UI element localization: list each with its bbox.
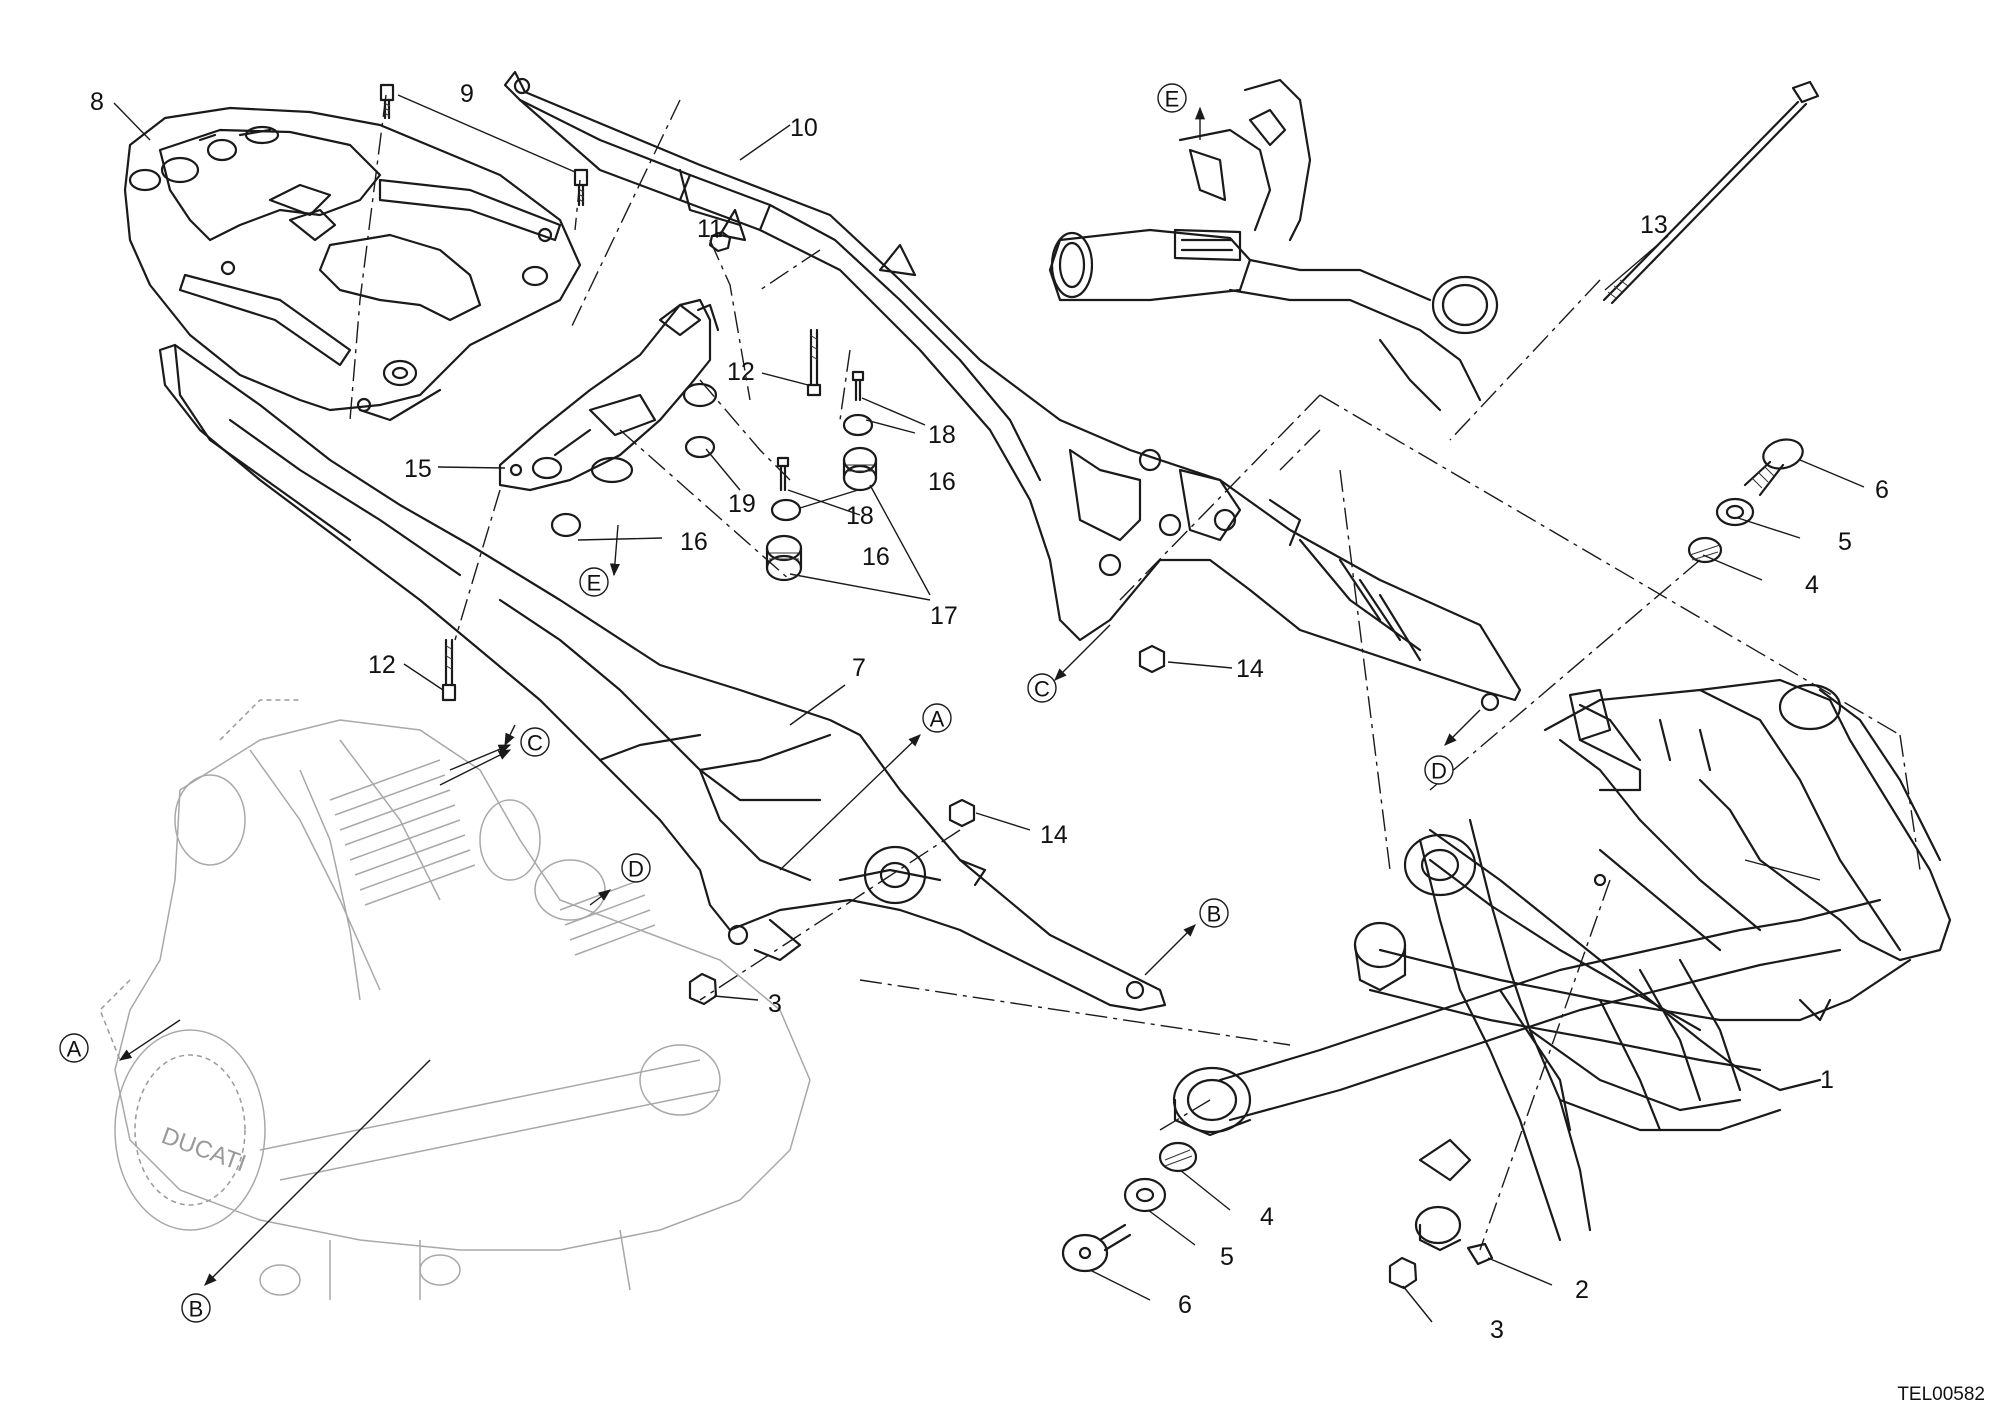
luggage-rack — [123, 106, 582, 422]
svg-text:B: B — [1207, 902, 1222, 927]
damper-17-lower — [765, 534, 803, 582]
svg-text:C: C — [1034, 677, 1050, 702]
grommet-19 — [684, 435, 716, 459]
connection-arrows — [118, 106, 1481, 1286]
callout-4-upper: 4 — [1805, 571, 1819, 599]
pivot-washer-lower — [1123, 1177, 1167, 1213]
rear-subframe-lower — [158, 343, 1167, 1012]
nut-14-upper — [1138, 644, 1166, 674]
ref-c-engine: C — [520, 727, 550, 757]
callout-5-lower: 5 — [1220, 1243, 1234, 1271]
rack-bolt-right — [573, 168, 589, 207]
grommet-16-upper — [842, 413, 874, 437]
pivot-spacer-upper — [1687, 536, 1723, 564]
callout-9: 9 — [460, 80, 474, 108]
grommet-16-lower — [550, 512, 582, 538]
callout-15: 15 — [404, 455, 432, 483]
callout-leaders — [113, 94, 1865, 1323]
small-hardware — [441, 230, 1494, 1290]
callout-12-upper: 12 — [727, 358, 755, 386]
nut-3-right — [1388, 1256, 1418, 1290]
svg-text:D: D — [628, 857, 644, 882]
callout-18-upper: 18 — [928, 421, 956, 449]
callout-19: 19 — [728, 490, 756, 518]
clip-2 — [1466, 1242, 1494, 1266]
rack-bolts — [379, 83, 589, 207]
svg-text:A: A — [930, 707, 945, 732]
bolt-12-lower — [441, 638, 457, 702]
ref-e-grommet: E — [579, 567, 609, 597]
pivot-bolt-upper — [1743, 438, 1804, 497]
svg-text:E: E — [587, 571, 602, 596]
seat-bracket — [498, 298, 720, 492]
svg-text:E: E — [1165, 87, 1180, 112]
assembly-center-lines — [349, 94, 1921, 1251]
callout-14-lower: 14 — [1236, 655, 1264, 683]
callout-3-right: 3 — [1490, 1316, 1504, 1344]
ref-d-engine: D — [621, 853, 651, 883]
pivot-spacer-lower — [1158, 1141, 1198, 1173]
grommet-16-middle — [770, 498, 802, 522]
svg-text:B: B — [189, 1297, 204, 1322]
callout-1: 1 — [1820, 1066, 1834, 1094]
rear-subframe-upper — [503, 70, 1522, 712]
main-trellis-frame — [1172, 678, 1952, 1252]
svg-text:A: A — [67, 1037, 82, 1062]
callout-6-lower: 6 — [1178, 1291, 1192, 1319]
svg-text:D: D — [1431, 759, 1447, 784]
cylinder-fins — [329, 759, 656, 956]
diagram-id: TEL00582 — [1897, 1384, 1985, 1405]
callout-12-lower: 12 — [368, 651, 396, 679]
exhaust-mount-bracket — [1048, 78, 1499, 412]
callout-13: 13 — [1640, 211, 1668, 239]
nut-3-left — [688, 972, 718, 1006]
pivot-washer-upper — [1715, 497, 1755, 527]
nut-11 — [708, 230, 732, 253]
ref-a-frame: A — [922, 703, 952, 733]
damper-17-upper — [842, 446, 878, 492]
callout-3-left: 3 — [768, 990, 782, 1018]
callout-4-lower: 4 — [1260, 1203, 1274, 1231]
callout-16-lower: 16 — [680, 528, 708, 556]
callout-labels: 1 2 3 3 4 4 5 5 6 6 7 8 9 10 11 12 12 13… — [90, 80, 1889, 1344]
bolt-12-upper — [806, 328, 822, 397]
ref-b-engine: B — [181, 1293, 211, 1323]
screw-18-upper — [851, 370, 865, 402]
screw-18-lower — [776, 456, 790, 492]
svg-text:C: C — [527, 731, 543, 756]
callout-2: 2 — [1575, 1276, 1589, 1304]
callout-11: 11 — [697, 215, 723, 243]
callout-8: 8 — [90, 88, 104, 116]
callout-14-upper: 14 — [1040, 821, 1068, 849]
pivot-spacer-set-lower — [1061, 1141, 1198, 1273]
svg-text:DUCATI: DUCATI — [158, 1122, 250, 1177]
ref-b-frame: B — [1199, 898, 1229, 928]
engine-ghost-drawing: DUCATI — [99, 699, 811, 1300]
callout-16-middle: 16 — [862, 543, 890, 571]
callout-5-upper: 5 — [1838, 528, 1852, 556]
pivot-spacer-set-upper — [1687, 438, 1804, 564]
ref-e-bracket: E — [1157, 83, 1187, 113]
callout-16-upper: 16 — [928, 468, 956, 496]
callout-7: 7 — [852, 654, 866, 682]
long-through-bolt — [1602, 80, 1820, 305]
ref-d-subframe: D — [1424, 755, 1454, 785]
connection-ref-markers: A A B B C C D D E E — [59, 83, 1454, 1323]
rack-bolt-left — [379, 83, 395, 120]
callout-6-upper: 6 — [1875, 476, 1889, 504]
callout-17: 17 — [930, 602, 958, 630]
callout-10: 10 — [790, 114, 818, 142]
ref-a-engine: A — [59, 1033, 89, 1063]
pivot-bolt-lower — [1061, 1223, 1132, 1273]
nut-14-lower — [948, 798, 976, 828]
ref-c-subframe: C — [1027, 673, 1057, 703]
callout-18-lower: 18 — [846, 502, 874, 530]
